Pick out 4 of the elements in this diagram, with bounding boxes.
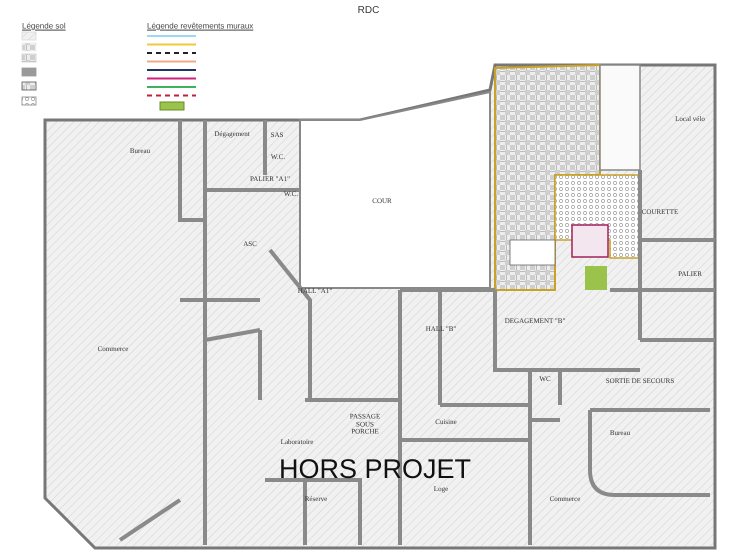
title: RDC xyxy=(356,5,380,16)
out-of-scope-label: HORS PROJET xyxy=(278,455,472,485)
legend-heading: Légende sol xyxy=(22,22,66,32)
legend-heading: Légende revêtements muraux xyxy=(147,22,254,32)
